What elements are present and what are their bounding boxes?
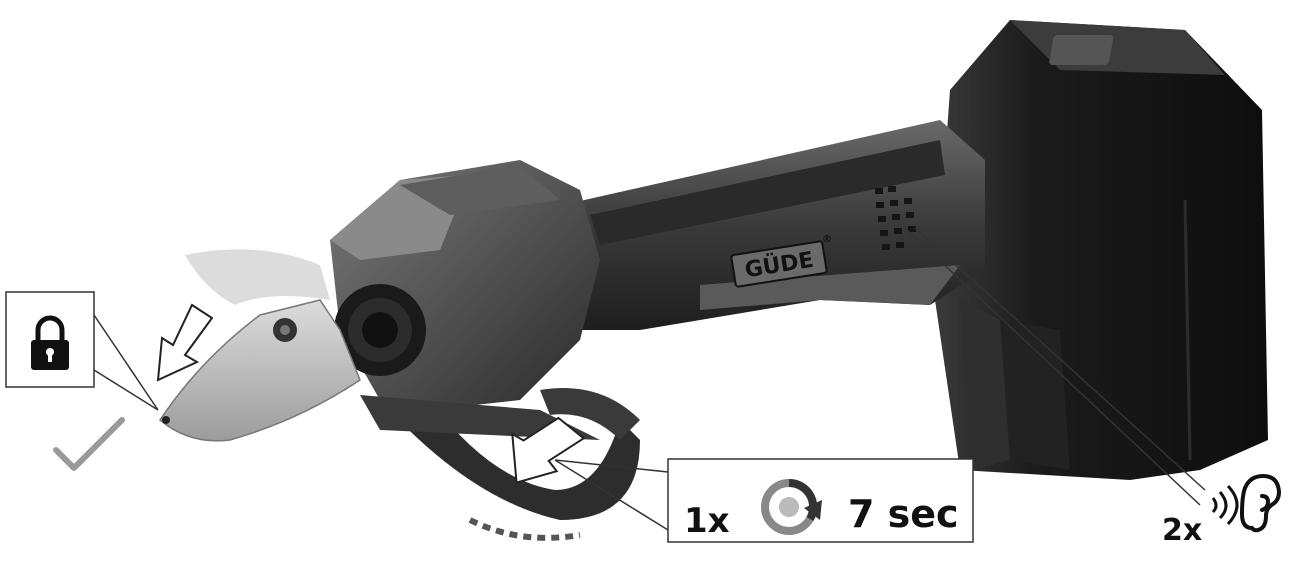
- speaker-grille: [875, 186, 916, 250]
- head-housing: [330, 160, 600, 440]
- trigger-press-arrow: [511, 416, 586, 484]
- rotate-clock-icon: [761, 478, 822, 535]
- brand-plate: GÜDE ®: [730, 234, 832, 288]
- timer-callout: 1x 7 sec: [554, 458, 974, 543]
- blades: [159, 249, 361, 442]
- checkmark-icon: [53, 417, 125, 471]
- beep-count-label: 2x: [1162, 513, 1202, 548]
- closing-arrow: [156, 303, 214, 382]
- tool-body: GÜDE ®: [540, 120, 985, 330]
- sound-waves-icon: [1211, 484, 1239, 526]
- duration-label: 7 sec: [848, 492, 959, 536]
- ear-icon: [1239, 473, 1282, 533]
- registered-mark: ®: [822, 234, 832, 245]
- lock-callout: [5, 291, 159, 411]
- battery-pack: [935, 20, 1268, 480]
- beep-callout: 2x: [904, 227, 1282, 548]
- press-count-label: 1x: [684, 501, 730, 541]
- padlock-icon: [31, 315, 69, 370]
